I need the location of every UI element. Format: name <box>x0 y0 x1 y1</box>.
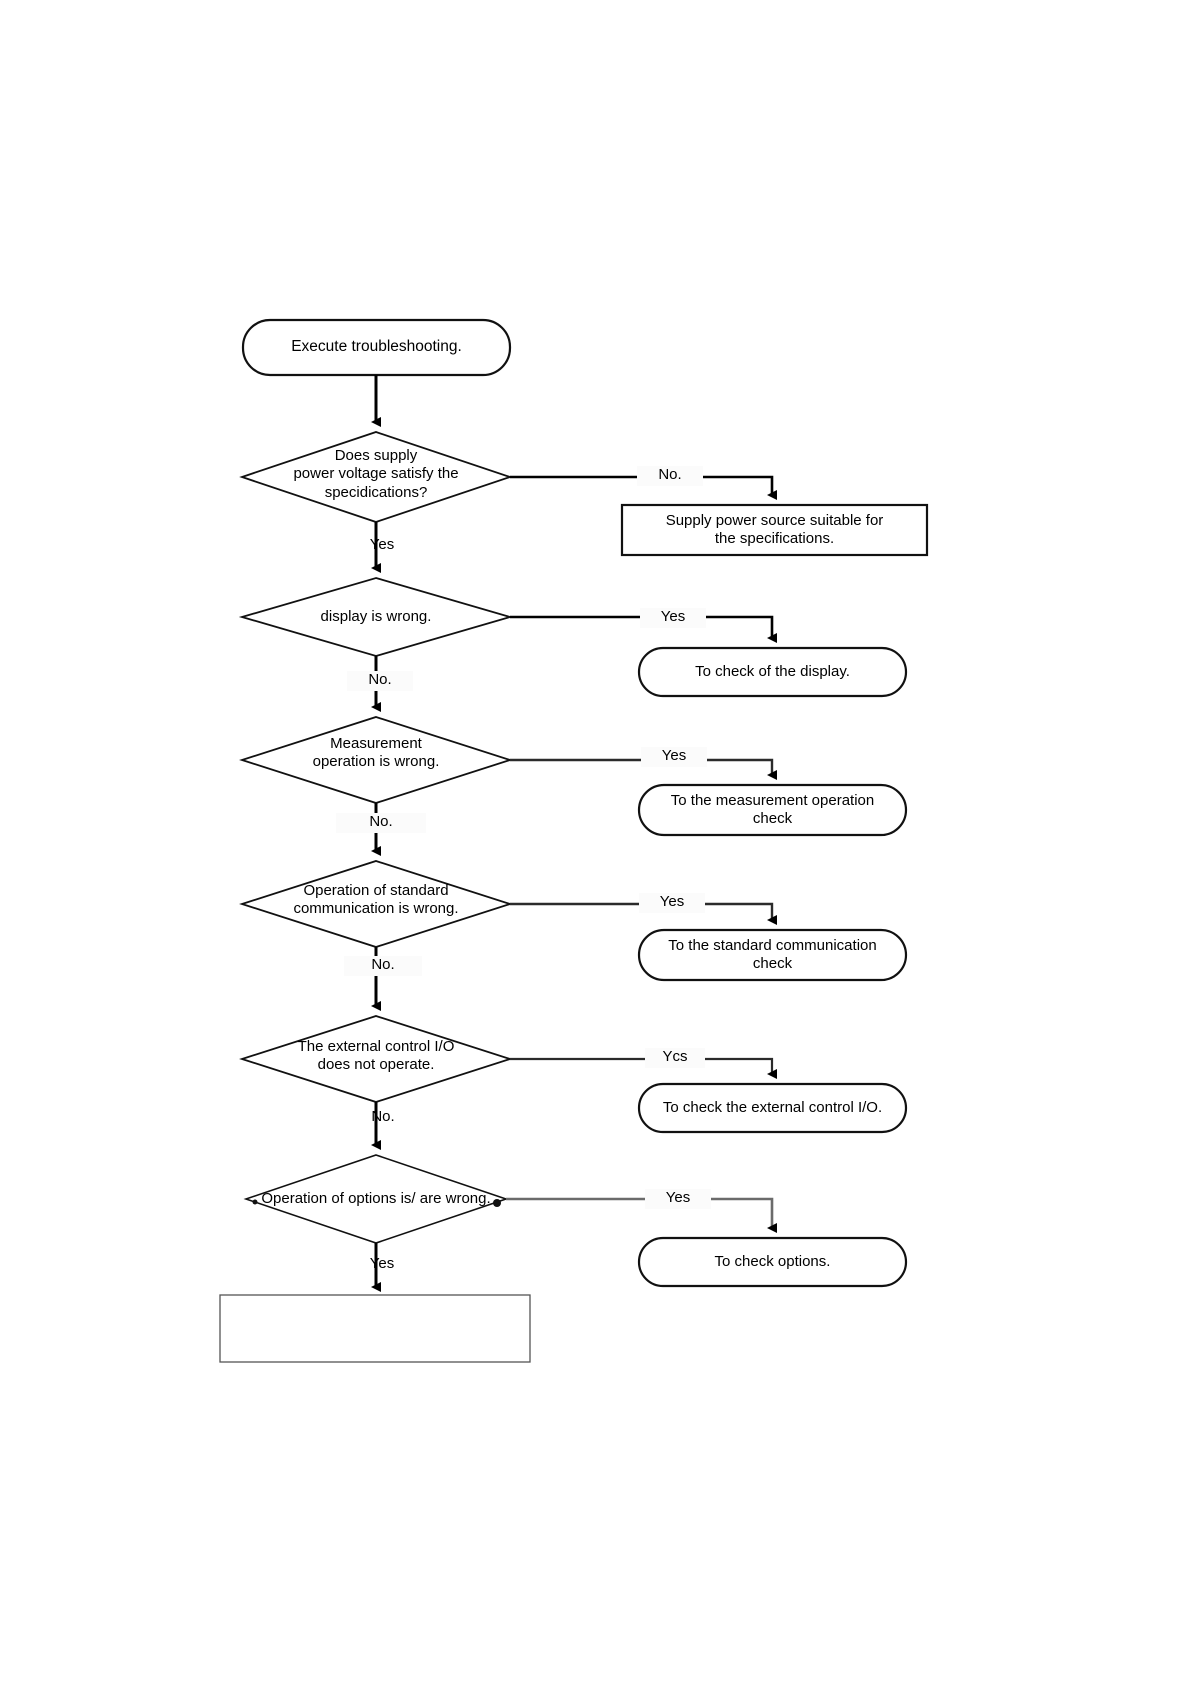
shape-decision-power <box>239 431 513 523</box>
edge-options-yes <box>506 1197 777 1233</box>
shape-decision-external-io <box>239 1015 513 1103</box>
edge-communication-yes <box>510 902 777 925</box>
shape-decision-communication <box>239 860 513 948</box>
edge-measurement-yes <box>510 758 777 780</box>
edge-label-communication-no: No. <box>344 956 422 976</box>
shape-end-box <box>219 1294 531 1363</box>
shape-action-measurement-check <box>637 783 908 837</box>
shape-start <box>241 318 512 377</box>
shape-decision-measurement <box>239 716 513 804</box>
edge-label-communication-yes: Yes <box>639 893 705 913</box>
edge-label-external-io-yes: Ycs <box>645 1048 705 1068</box>
shape-action-communication-check <box>637 928 908 982</box>
edge-label-power-no: No. <box>637 466 703 486</box>
shape-action-display-check <box>637 646 908 698</box>
edge-label-display-no: No. <box>347 671 413 691</box>
shape-decision-display <box>238 577 514 657</box>
edge-label-measurement-yes: Yes <box>641 747 707 767</box>
shape-action-supply-power <box>620 503 929 557</box>
edge-label-external-io-no: No. <box>371 1108 395 1125</box>
shape-action-external-io-check <box>637 1082 908 1134</box>
edge-external-io-yes <box>510 1057 777 1079</box>
shape-decision-options <box>243 1154 509 1244</box>
edge-label-power-yes: Yes <box>369 536 395 553</box>
edge-power-no <box>510 475 777 500</box>
edge-label-display-yes: Yes <box>640 608 706 628</box>
edge-label-options-yes: Yes <box>645 1189 711 1209</box>
edge-label-options-down: Yes <box>369 1255 395 1272</box>
edge-display-yes <box>510 615 777 643</box>
shape-action-options-check <box>637 1236 908 1288</box>
edge-label-measurement-no: No. <box>336 813 426 833</box>
